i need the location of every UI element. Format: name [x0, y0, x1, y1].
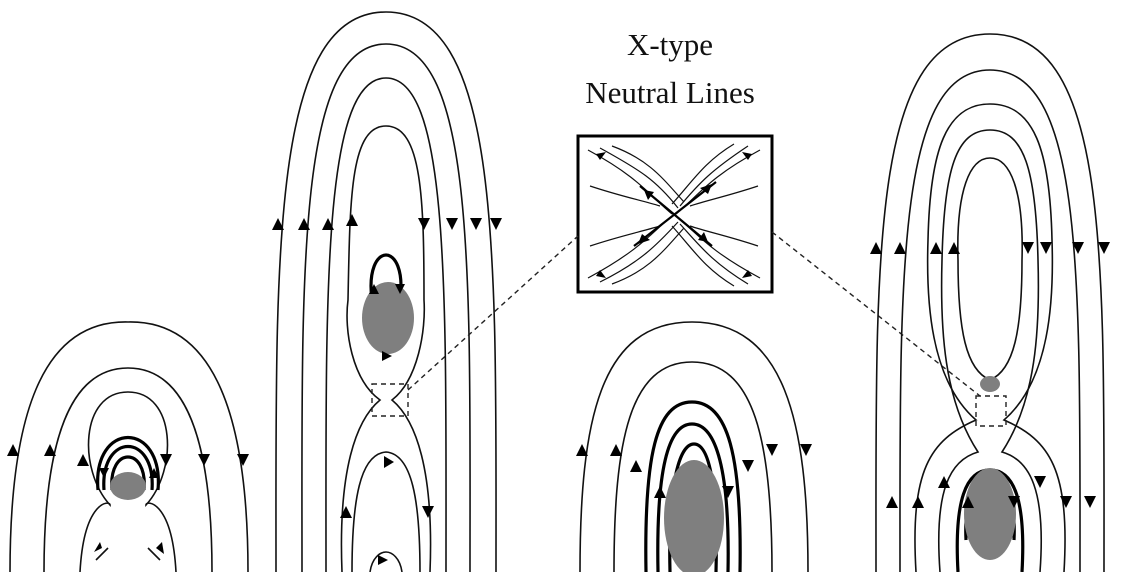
- panel-3-blob: [664, 460, 724, 572]
- panel-4-dashed-region: [976, 396, 1006, 426]
- inset-title-line-1: X-type: [540, 26, 800, 64]
- x-type-inset: [578, 136, 772, 292]
- inset-title-line-2: Neutral Lines: [540, 74, 800, 112]
- panel-1-blob: [110, 472, 146, 500]
- panel-2-arrows: [272, 214, 502, 565]
- panel-4-small-blob: [980, 376, 1000, 392]
- panel-1-field-lines: [10, 322, 248, 572]
- panel-4-blob: [964, 468, 1016, 560]
